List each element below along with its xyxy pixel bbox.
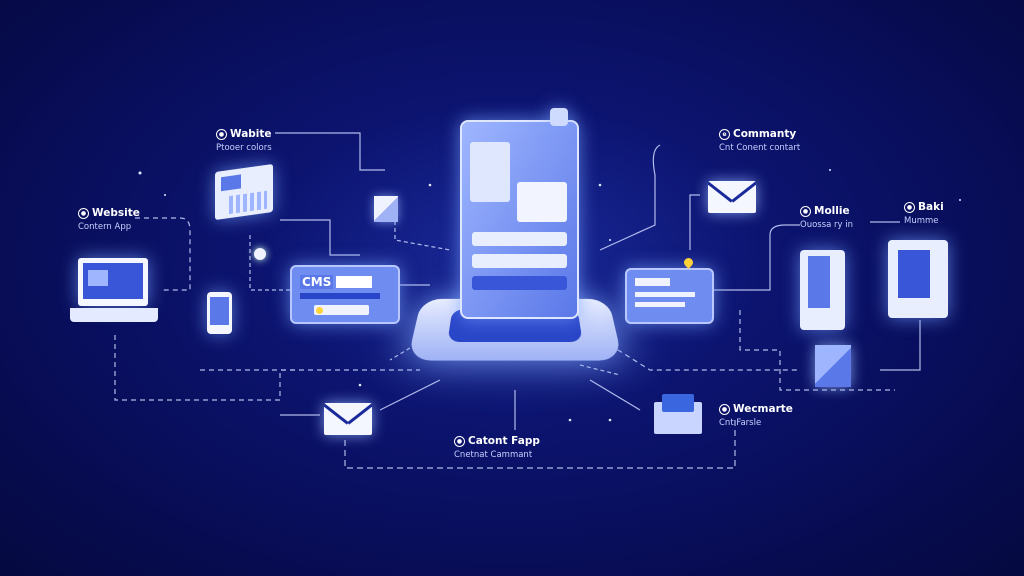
circle-badge-icon: ● — [216, 128, 227, 140]
node-dot-icon — [254, 248, 266, 260]
label-subtitle: Cnt Farsle — [719, 418, 762, 428]
label-subtitle: Mumme — [904, 216, 939, 226]
label-wecmarte: ●Wecmarte Cnt Farsle — [719, 403, 793, 428]
label-catont-app: ●Catont Fapp Cnetnat Cammant — [454, 435, 540, 460]
server-stack-icon — [460, 120, 579, 319]
kiosk-icon — [888, 240, 948, 318]
label-title: Wabite — [230, 128, 272, 140]
laptop-icon — [70, 258, 158, 326]
connector — [599, 144, 661, 251]
connector — [114, 335, 300, 401]
label-title: Mollie — [814, 205, 850, 217]
open-envelope-icon — [654, 392, 702, 434]
connector — [280, 219, 360, 256]
circle-badge-icon: ● — [454, 435, 465, 447]
connector — [880, 320, 921, 371]
connector — [394, 200, 451, 251]
connector — [135, 217, 191, 291]
label-subtitle: Contern App — [78, 222, 132, 232]
tablet-icon — [800, 250, 845, 330]
label-title: Catont Fapp — [468, 435, 540, 447]
check-badge-icon — [550, 108, 568, 126]
content-card — [625, 268, 714, 324]
label-subtitle: Cnetnat Cammant — [454, 450, 533, 460]
label-title: Baki — [918, 201, 944, 213]
circle-badge-icon: ● — [904, 201, 915, 213]
connector — [609, 344, 800, 371]
label-subtitle: Cnt Conent contart — [719, 143, 801, 153]
connector — [379, 379, 441, 411]
label-wabite: ●Wabite Ptooer colors — [216, 128, 272, 153]
label-title: Website — [92, 207, 140, 219]
label-subtitle: Ptooer colors — [216, 143, 272, 153]
phone-icon — [207, 292, 232, 334]
document-chart-icon — [215, 163, 273, 221]
label-website: ●Website Contern App — [78, 207, 140, 232]
circle-badge-icon: ● — [78, 207, 89, 219]
envelope-icon — [324, 403, 372, 435]
cube-icon — [815, 345, 851, 387]
connector — [589, 379, 641, 411]
label-title: Wecmarte — [733, 403, 793, 415]
circle-badge-icon: ● — [800, 205, 811, 217]
connector — [275, 132, 385, 171]
connector — [249, 235, 290, 291]
connector — [344, 420, 736, 469]
label-baki: ●Baki Mumme — [904, 201, 944, 226]
label-title: Commanty — [733, 128, 797, 140]
envelope-icon — [708, 181, 756, 213]
central-cms-platform — [407, 110, 623, 380]
cms-card: CMS — [290, 265, 400, 324]
label-subtitle: Ouossa ry in — [800, 220, 854, 230]
cube-icon — [374, 196, 398, 222]
label-mollie: ●Mollie Ouossa ry in — [800, 205, 853, 230]
circle-badge-icon: ● — [719, 403, 730, 415]
cms-card-label: CMS — [300, 275, 334, 289]
connector — [710, 224, 800, 291]
circle-badge-icon: e — [719, 128, 730, 140]
connector — [689, 194, 700, 250]
